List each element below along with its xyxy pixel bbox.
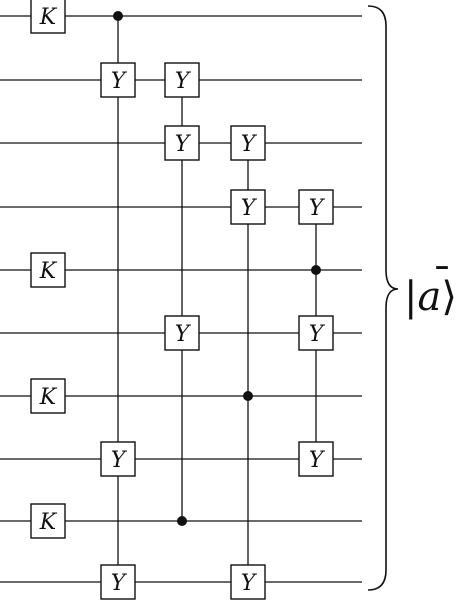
k-gate-q4: K [30, 252, 66, 288]
y-gate-col1-q5-label: Y [175, 322, 192, 347]
y-gate-col2-q2-box [230, 125, 266, 161]
y-gate-col3-q7-box [298, 441, 334, 477]
y-gate-col1-q1: Y [164, 62, 200, 98]
k-gate-q4-box [30, 252, 66, 288]
y-gate-col3-q5-label: Y [309, 322, 326, 347]
y-gate-col2-q9: Y [230, 564, 266, 600]
y-gate-col1-q2-box [164, 125, 200, 161]
y-gate-col0-q1: Y [100, 62, 136, 98]
y-gate-col3-q5: Y [298, 315, 334, 351]
y-gate-col0-q1-box [100, 62, 136, 98]
y-gate-col2-q2: Y [230, 125, 266, 161]
y-gate-col0-q9: Y [100, 564, 136, 600]
control-dot-col3 [311, 265, 321, 275]
k-gate-q6-box [30, 378, 66, 414]
controlled-connections [117, 16, 317, 582]
y-gate-col1-q1-label: Y [175, 69, 192, 94]
ket-overbar: ¯ [432, 260, 452, 306]
output-brace [367, 5, 399, 591]
y-gate-col1-q2-label: Y [175, 132, 192, 157]
y-gate-col3-q7: Y [298, 441, 334, 477]
y-gate-col3-q5-box [298, 315, 334, 351]
k-gate-q0: K [30, 0, 66, 34]
ket-symbol: a [417, 274, 441, 320]
y-gate-col2-q3: Y [230, 189, 266, 225]
y-gate-col2-q2-label: Y [241, 132, 258, 157]
control-dot-col2 [243, 391, 253, 401]
k-gate-q8-box [30, 503, 66, 539]
k-gate-q4-label: K [39, 259, 58, 284]
ket-left-bar: | [404, 274, 417, 320]
y-gate-col0-q7: Y [100, 441, 136, 477]
k-gate-q6: K [30, 378, 66, 414]
ket-right-angle: ⟩ [441, 274, 457, 320]
gate-layer: K K K K Y Y Y Y Y Y Y Y Y Y Y Y [30, 0, 334, 600]
control-dot-col0 [113, 11, 123, 21]
y-gate-col0-q9-label: Y [111, 571, 128, 596]
y-gate-col1-q5: Y [164, 315, 200, 351]
y-gate-col2-q9-box [230, 564, 266, 600]
k-gate-q6-label: K [39, 385, 58, 410]
output-ket: |a⟩ [404, 274, 457, 320]
qubit-wires [0, 15, 362, 583]
y-gate-col1-q1-box [164, 62, 200, 98]
y-gate-col2-q3-box [230, 189, 266, 225]
k-gate-q8-label: K [39, 510, 58, 535]
y-gate-col1-q5-box [164, 315, 200, 351]
y-gate-col3-q3: Y [298, 189, 334, 225]
y-gate-col0-q7-box [100, 441, 136, 477]
y-gate-col1-q2: Y [164, 125, 200, 161]
y-gate-col2-q9-label: Y [241, 571, 258, 596]
y-gate-col0-q1-label: Y [111, 69, 128, 94]
k-gate-q8: K [30, 503, 66, 539]
control-dots [113, 11, 321, 526]
y-gate-col3-q3-box [298, 189, 334, 225]
y-gate-col0-q9-box [100, 564, 136, 600]
control-dot-col1 [177, 516, 187, 526]
y-gate-col2-q3-label: Y [241, 196, 258, 221]
y-gate-col0-q7-label: Y [111, 448, 128, 473]
y-gate-col3-q3-label: Y [309, 196, 326, 221]
k-gate-q0-label: K [39, 5, 58, 30]
k-gate-q0-box [30, 0, 66, 34]
y-gate-col3-q7-label: Y [309, 448, 326, 473]
